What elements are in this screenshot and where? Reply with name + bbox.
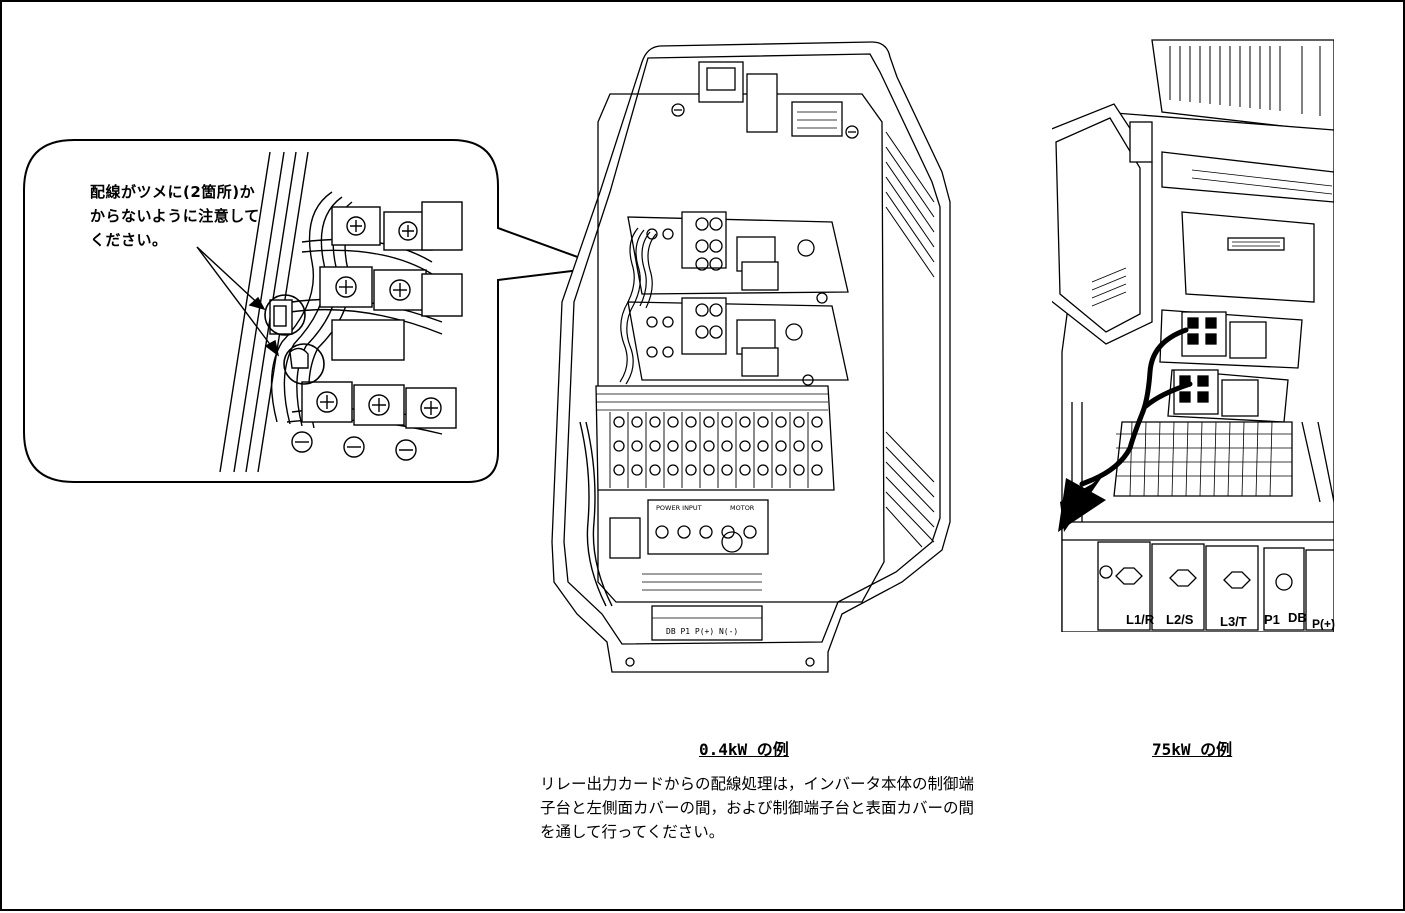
wire-routing-arrow <box>1058 327 1193 532</box>
inverter-drawing-small <box>551 41 951 673</box>
label-l2: L2/S <box>1166 612 1194 627</box>
small-bottom-terminal-label: DB P1 P(+) N(-) <box>666 627 738 636</box>
label-l3: L3/T <box>1220 614 1247 629</box>
wiring-instruction: リレー出力カードからの配線処理は，インバータ本体の制御端子台と左側面カバーの間，… <box>540 775 975 841</box>
label-db: DB <box>1288 610 1307 625</box>
caption-large-example: 75kW の例 <box>1152 740 1233 759</box>
callout-zoom-detail <box>196 151 463 473</box>
small-motor-label: MOTOR <box>730 504 755 512</box>
large-terminal-labels: L1/R L2/S L3/T P1 DB P(+) <box>1126 610 1335 631</box>
label-l1: L1/R <box>1126 612 1155 627</box>
caption-small-example: 0.4kW の例 <box>699 740 789 759</box>
label-p-plus: P(+) <box>1312 617 1335 631</box>
label-p1: P1 <box>1264 612 1280 627</box>
inverter-drawing-large <box>1052 39 1334 632</box>
callout-note-text: 配線がツメに(2箇所)かからないように注意してください。 <box>90 183 260 249</box>
small-power-input-label: POWER INPUT <box>656 504 702 512</box>
